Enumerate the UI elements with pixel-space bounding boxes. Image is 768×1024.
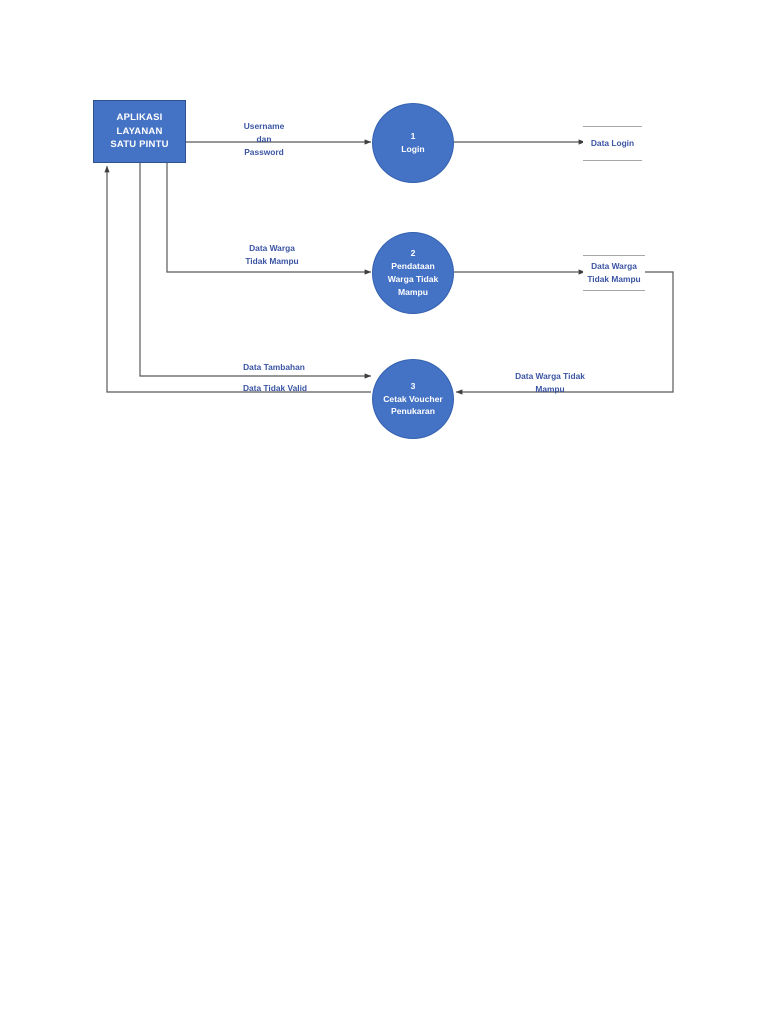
datastore-data-login-line-1: Data Login — [590, 137, 635, 148]
process-2-pendataan-warga-tidak-mampu[interactable]: 2 Pendataan Warga Tidak Mampu — [372, 232, 454, 314]
process-3-cetak-voucher-penukaran[interactable]: 3 Cetak Voucher Penukaran — [372, 359, 454, 439]
process-1-name: Login — [401, 143, 424, 156]
flow-label-data-tambahan: Data Tambahan — [234, 361, 314, 374]
connector-entity-to-process3 — [139, 163, 372, 379]
external-entity-aplikasi-layanan-satu-pintu[interactable]: APLIKASI LAYANAN SATU PINTU — [93, 100, 186, 163]
datastore-data-login[interactable]: Data Login — [583, 126, 642, 161]
flow-label-data-tidak-valid: Data Tidak Valid — [231, 382, 319, 395]
process-2-number: 2 — [410, 248, 416, 259]
flow-label-username-dan-password: Username dan Password — [234, 120, 294, 159]
process-3-name-line-2: Penukaran — [391, 406, 435, 417]
flow-label-data-warga-tidak-mampu-feedback: Data Warga Tidak Mampu — [502, 370, 598, 396]
flow-label-warga-in-line-1: Data Warga — [249, 243, 295, 253]
process-1-number: 1 — [410, 131, 416, 142]
flow-label-warga-in-line-2: Tidak Mampu — [245, 256, 299, 267]
entity-line-1: APLIKASI — [116, 111, 163, 123]
datastore-data-warga-tidak-mampu[interactable]: Data Warga Tidak Mampu — [583, 255, 645, 291]
entity-line-3: SATU PINTU — [110, 139, 169, 151]
flow-label-username-line-2: dan — [256, 134, 272, 145]
flow-label-data-warga-tidak-mampu-in: Data Warga Tidak Mampu — [234, 242, 310, 268]
process-1-login[interactable]: 1 Login — [372, 103, 454, 183]
process-2-name-line-2: Warga Tidak — [387, 274, 439, 284]
process-2-name-line-1: Pendataan — [391, 261, 435, 272]
process-2-name-line-3: Mampu — [397, 286, 429, 297]
process-2-name: Pendataan Warga Tidak Mampu — [388, 260, 439, 299]
flow-label-data-tambahan-text: Data Tambahan — [243, 362, 305, 372]
datastore-data-warga-line-1: Data Warga — [591, 260, 637, 271]
connector-process3-to-entity — [104, 165, 371, 393]
process-3-name: Cetak Voucher Penukaran — [383, 393, 443, 419]
flow-label-username-line-3: Password — [244, 147, 284, 158]
process-1-name-line-1: Login — [401, 144, 425, 154]
datastore-data-warga-line-2: Tidak Mampu — [587, 274, 641, 284]
flow-label-username-line-1: Username — [243, 121, 285, 131]
flow-label-data-tidak-valid-text: Data Tidak Valid — [242, 383, 308, 393]
entity-line-2: LAYANAN — [116, 125, 163, 137]
flow-label-warga-fb-line-1: Data Warga Tidak — [515, 371, 585, 381]
process-3-number: 3 — [410, 380, 416, 391]
process-3-name-line-1: Cetak Voucher — [383, 393, 443, 404]
flow-label-warga-fb-line-2: Mampu — [535, 384, 565, 395]
